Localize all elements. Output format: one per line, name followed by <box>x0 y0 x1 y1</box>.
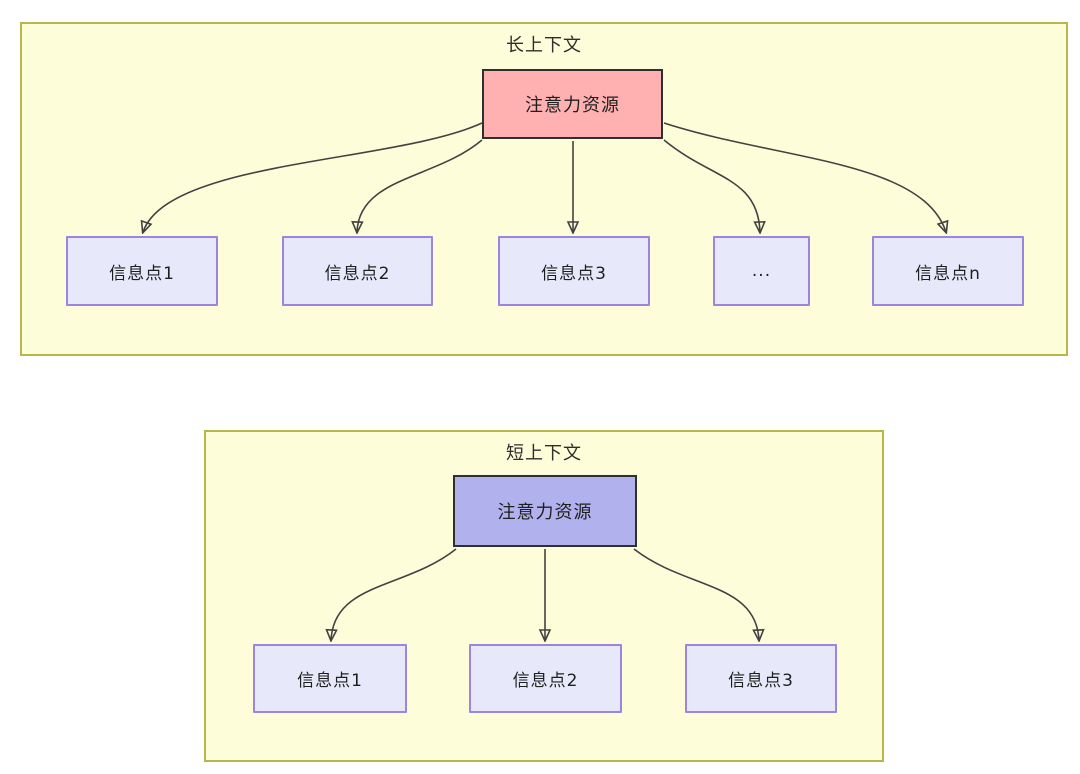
long-info-label-2: 信息点2 <box>324 263 391 284</box>
short-info-label-1: 信息点1 <box>297 671 363 691</box>
long-info-node-ellipsis: ... <box>713 236 810 306</box>
short-info-label-3: 信息点3 <box>728 671 794 691</box>
long-attention-source-label: 注意力资源 <box>525 95 620 116</box>
long-info-node-n: 信息点n <box>872 236 1024 306</box>
short-info-node-3: 信息点3 <box>685 644 837 713</box>
long-info-node-2: 信息点2 <box>282 236 433 306</box>
long-info-node-3: 信息点3 <box>498 236 650 306</box>
long-info-label-1: 信息点1 <box>109 263 175 284</box>
long-attention-source-node: 注意力资源 <box>482 69 663 139</box>
long-info-label-3: 信息点3 <box>541 263 607 284</box>
long-info-node-1: 信息点1 <box>66 236 218 306</box>
short-info-node-1: 信息点1 <box>253 644 407 713</box>
long-info-label-ellipsis: ... <box>751 261 772 281</box>
short-info-node-2: 信息点2 <box>469 644 622 713</box>
short-context-title: 短上下文 <box>506 443 582 464</box>
short-info-label-2: 信息点2 <box>512 671 579 691</box>
long-info-label-n: 信息点n <box>915 263 981 284</box>
short-attention-source-node: 注意力资源 <box>453 475 637 547</box>
short-attention-source-label: 注意力资源 <box>497 502 593 523</box>
long-context-title: 长上下文 <box>506 35 582 56</box>
